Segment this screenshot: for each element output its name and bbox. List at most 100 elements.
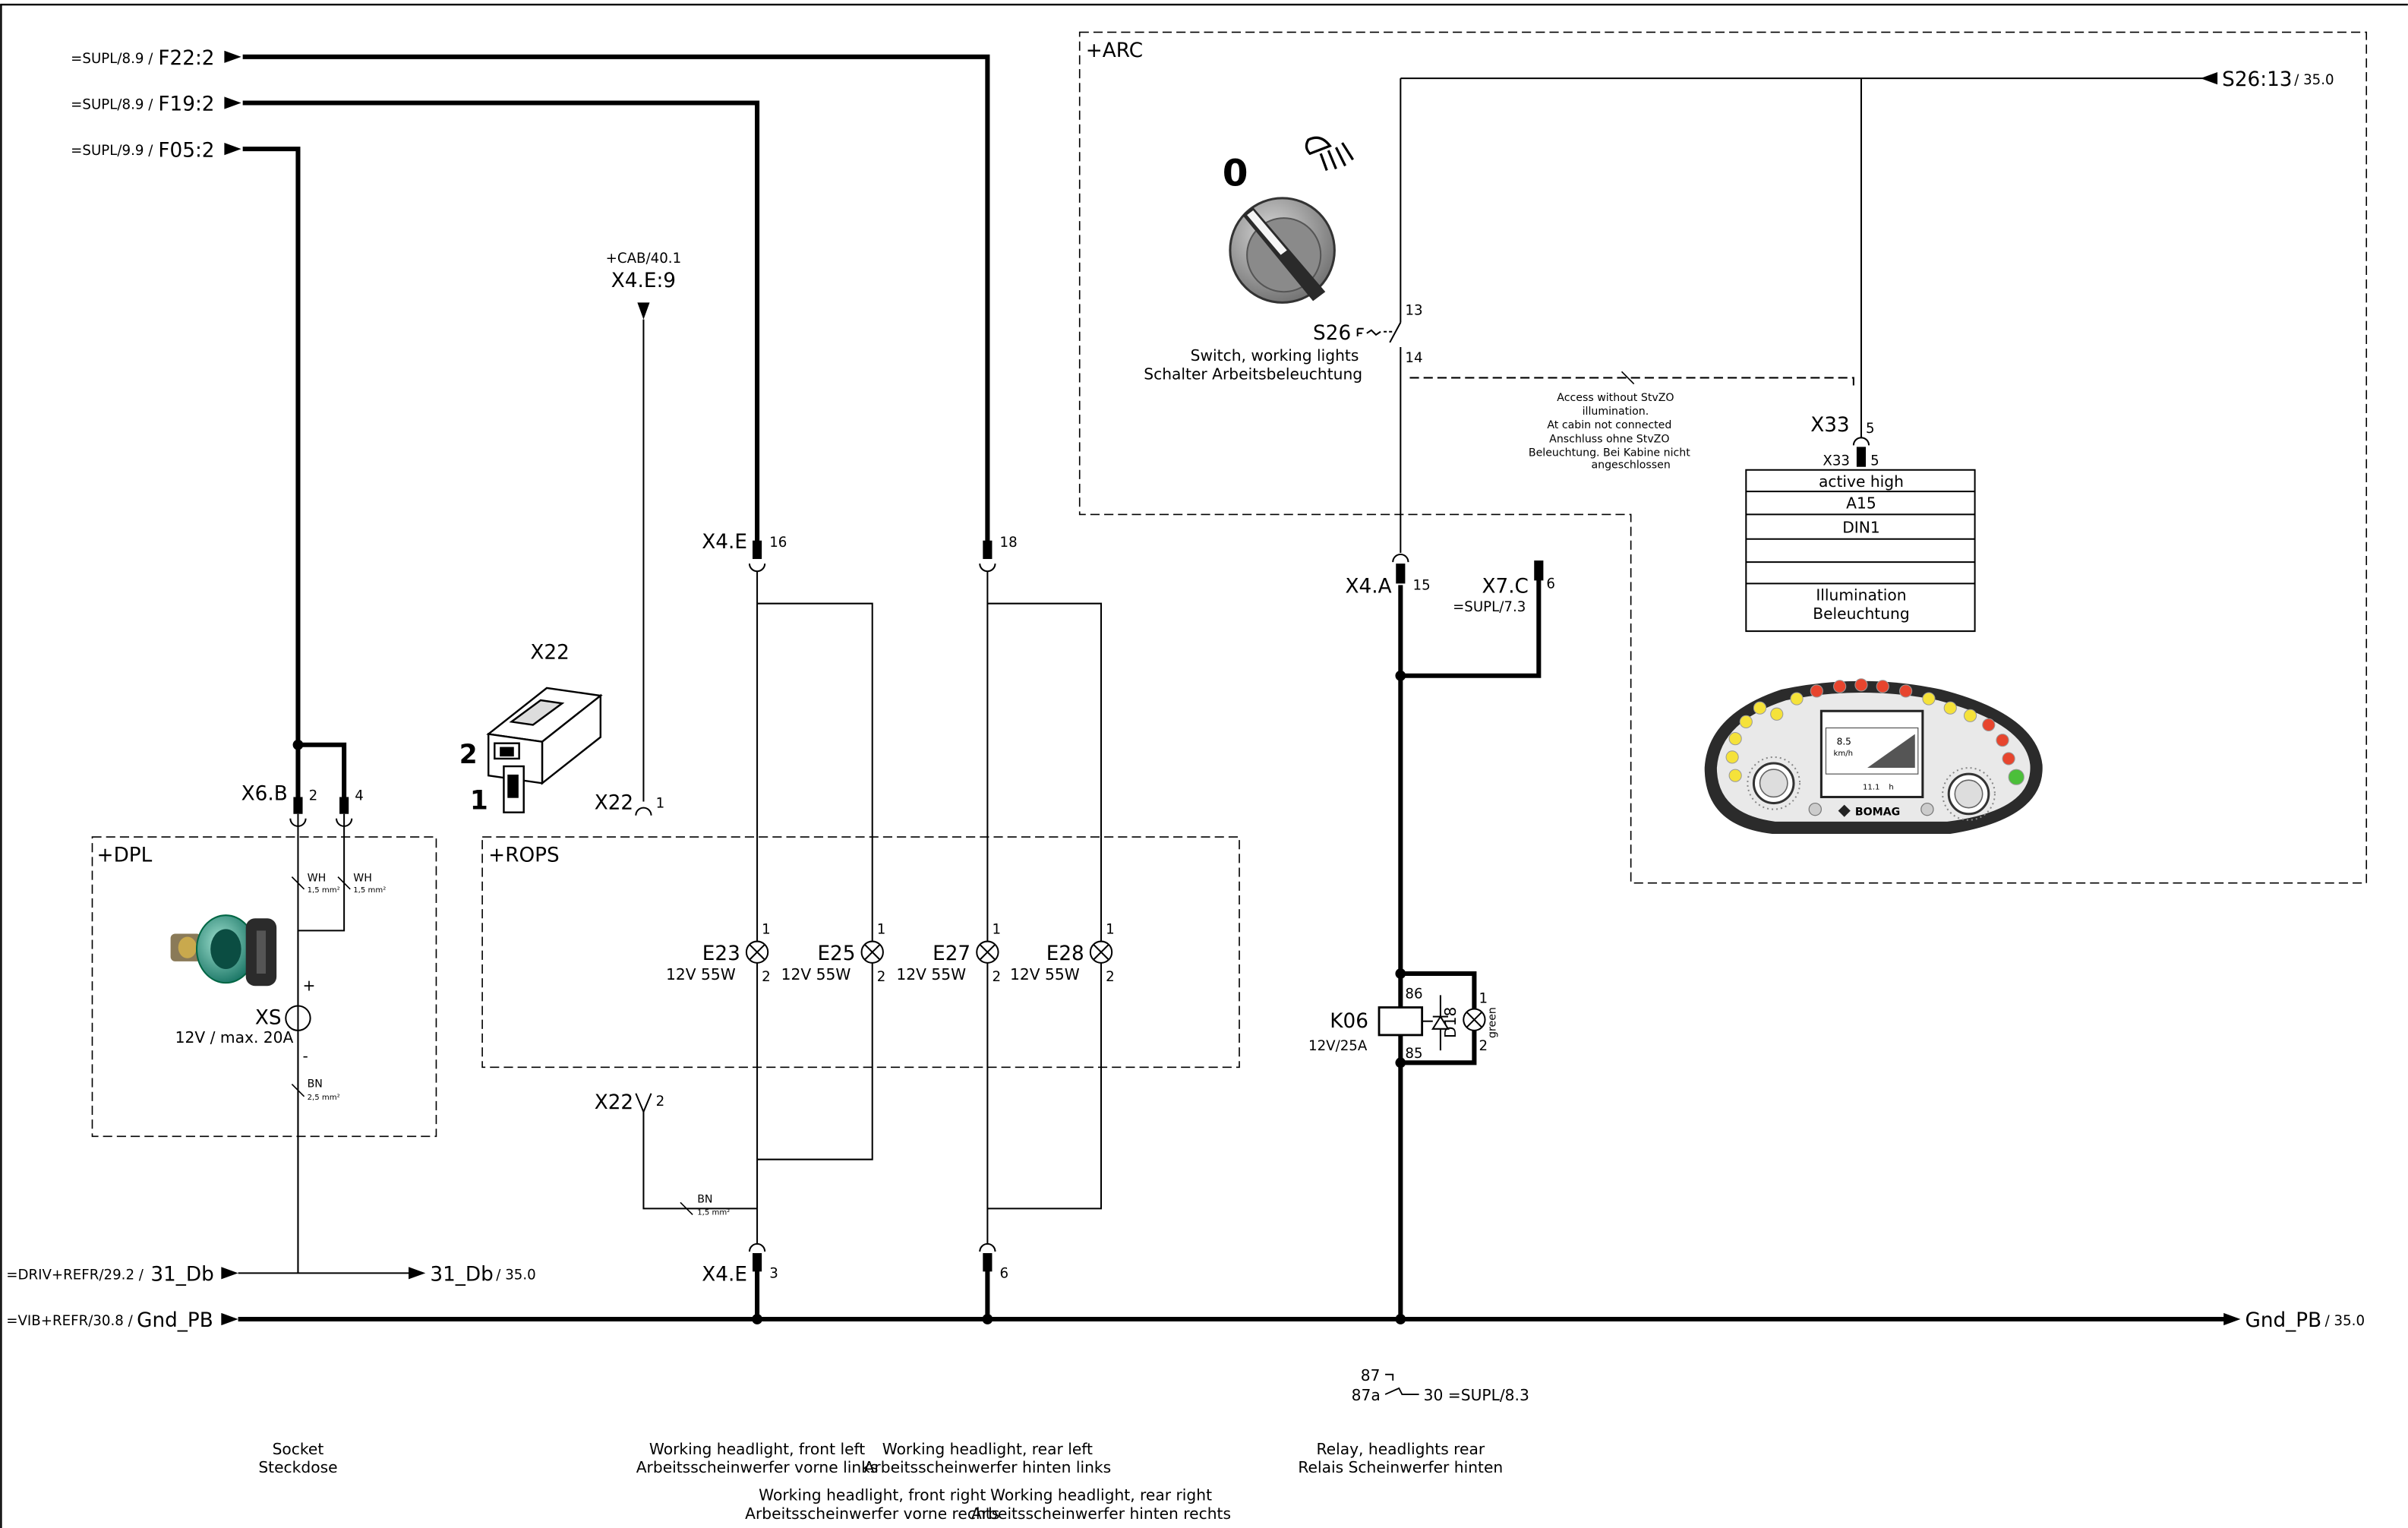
ref-x4e9[interactable]: +CAB/40.1 X4.E:9 xyxy=(606,251,681,320)
relay-diode-icon xyxy=(1422,995,1450,1051)
connector-x22-pin-top: 2 xyxy=(459,740,478,770)
connector-x22-pin2-label: X22 xyxy=(595,1091,633,1114)
socket-plus: + xyxy=(303,976,316,994)
ref-31db-out-page: / 35.0 xyxy=(496,1267,535,1283)
module-illumination-de: Beleuchtung xyxy=(1813,605,1910,623)
module-frame xyxy=(1745,469,1976,633)
connector-x7c-body xyxy=(1534,560,1544,581)
wire-f05 xyxy=(242,147,301,797)
relay-led-pin1: 1 xyxy=(1479,990,1488,1006)
relay-contact-87a: 87a xyxy=(1352,1386,1381,1404)
connector-x4e-pin3: 3 xyxy=(769,1265,778,1281)
connector-x4e-6-body xyxy=(983,1253,993,1272)
connector-x22[interactable]: X22 2 1 xyxy=(459,641,603,816)
wire-socket-plus xyxy=(297,813,346,1006)
connector-x22-pin2[interactable]: X22 2 xyxy=(595,1091,664,1114)
wire-wh1-size: 1,5 mm² xyxy=(308,886,340,895)
connector-x4e-3-socket-icon xyxy=(748,1242,766,1252)
switch-desc-de: Schalter Arbeitsbeleuchtung xyxy=(1144,365,1362,383)
relay-contact-ref[interactable]: 87 87a 30 =SUPL/8.3 xyxy=(1352,1366,1529,1404)
ref-f19-prefix: =SUPL/8.9 / xyxy=(71,97,153,113)
relay-rating: 12V/25A xyxy=(1308,1038,1368,1054)
caption-front-left-de: Arbeitsscheinwerfer vorne links xyxy=(636,1458,879,1476)
module-row-din1: DIN1 xyxy=(1842,519,1880,537)
relay-contact-87: 87 xyxy=(1361,1366,1381,1384)
module-row-a15: A15 xyxy=(1846,494,1876,512)
socket-rating: 12V / max. 20A xyxy=(175,1028,294,1047)
ref-gnd-out-page: / 35.0 xyxy=(2325,1313,2365,1329)
connector-x4e-18-body xyxy=(983,540,993,560)
relay-k06[interactable]: K06 12V/25A 86 85 D18 1 2 green xyxy=(1308,983,1499,1062)
switch-contact-icon xyxy=(1356,322,1402,343)
caption-rear-left-en: Working headlight, rear left xyxy=(882,1440,1093,1458)
junction-dots xyxy=(292,670,1406,1324)
ref-31db-out[interactable]: 31_Db / 35.0 xyxy=(409,1263,536,1286)
connector-x4e-bottom[interactable]: X4.E 3 6 xyxy=(702,1242,1009,1286)
socket-xs[interactable]: + - XS 12V / max. 20A WH 1,5 mm² WH 1,5 … xyxy=(170,873,387,1274)
switch-s26[interactable]: 0 S26 13 14 Switch, working lights Schal… xyxy=(1144,136,1423,383)
connector-x7c[interactable]: X7.C 6 =SUPL/7.3 xyxy=(1453,560,1555,615)
ref-gnd[interactable]: =VIB+REFR/30.8 / Gnd_PB xyxy=(6,1309,238,1332)
wire-wh2-size: 1,5 mm² xyxy=(353,886,386,895)
note-line-1: Access without StvZO xyxy=(1557,392,1674,404)
connector-x4a-body xyxy=(1396,564,1406,584)
ref-f19-label: F19:2 xyxy=(158,93,214,116)
ref-s26-out[interactable]: S26:13 / 35.0 xyxy=(2200,68,2334,91)
dashboard-unit: km/h xyxy=(1834,750,1854,758)
caption-front-right-de: Arbeitsscheinwerfer vorne rechts xyxy=(745,1504,999,1523)
wire-f22 xyxy=(242,54,990,557)
connector-x22-pin-bottom: 1 xyxy=(470,786,488,816)
connector-x6b-label: X6.B xyxy=(241,783,288,806)
ref-x4e9-label: X4.E:9 xyxy=(611,270,676,292)
work-light-icon xyxy=(1305,136,1355,172)
connector-x4a[interactable]: X4.A 15 xyxy=(1346,553,1431,598)
ref-f22-arrow-icon xyxy=(224,50,241,63)
ref-f05[interactable]: =SUPL/9.9 / F05:2 xyxy=(71,139,241,162)
dashboard-bar-graph-icon xyxy=(1867,734,1915,769)
ref-gnd-out[interactable]: Gnd_PB / 35.0 xyxy=(2223,1309,2365,1332)
connector-x4e-pin6: 6 xyxy=(1000,1265,1009,1281)
connector-x33[interactable]: X33 5 X33 5 xyxy=(1810,414,1879,469)
socket-xs-label: XS xyxy=(255,1007,282,1030)
wire-wh1-color: WH xyxy=(308,873,327,885)
connector-x6b-pin4-socket-icon xyxy=(335,818,353,827)
lamp-pin2: 2 xyxy=(1106,969,1115,985)
connector-x22-pin2-number: 2 xyxy=(656,1094,665,1110)
connector-x4a-socket-icon xyxy=(1392,553,1409,563)
ref-31db[interactable]: =DRIV+REFR/29.2 / 31_Db xyxy=(6,1263,238,1286)
socket-photo-icon xyxy=(170,914,277,987)
wire-bn2-color: BN xyxy=(697,1193,712,1205)
relay-coil-icon xyxy=(1378,1006,1424,1037)
ref-f19[interactable]: =SUPL/8.9 / F19:2 xyxy=(71,93,241,116)
wire-f19 xyxy=(242,100,760,557)
dashboard-panel: 8.5 km/h 11.1 h xyxy=(1704,678,2043,835)
caption-socket-de: Steckdose xyxy=(258,1458,337,1476)
connector-x4e-pin16: 16 xyxy=(769,535,787,551)
ref-gnd-arrow-icon xyxy=(221,1312,238,1326)
note-line-2: illumination. xyxy=(1583,406,1649,418)
caption-rear-right-en: Working headlight, rear right xyxy=(990,1486,1212,1504)
connector-x33-label: X33 xyxy=(1810,414,1849,437)
relay-led-color: green xyxy=(1487,1007,1499,1038)
connector-x22-pin1[interactable]: X22 1 xyxy=(595,792,664,816)
arc-location-box xyxy=(1078,31,2368,884)
connector-x22-pin1-socket-icon xyxy=(635,807,652,816)
lamp-name: E23 xyxy=(702,942,740,965)
connector-x6b[interactable]: X6.B 2 4 xyxy=(241,783,364,827)
ref-f22[interactable]: =SUPL/8.9 / F22:2 xyxy=(71,47,241,70)
display-module-a15[interactable]: active high A15 DIN1 Illumination Beleuc… xyxy=(1745,469,1976,633)
connector-x4e-top[interactable]: X4.E 16 18 xyxy=(702,531,1018,573)
rops-location-box xyxy=(481,836,1240,1069)
relay-contact-icon xyxy=(1384,1373,1419,1395)
connector-x22-pin1-label: X22 xyxy=(595,792,633,815)
module-row-active-high: active high xyxy=(1819,472,1904,491)
caption-socket-en: Socket xyxy=(273,1440,324,1458)
connector-x7c-ref: =SUPL/7.3 xyxy=(1453,599,1526,615)
stvzo-note: Access without StvZO illumination. At ca… xyxy=(1529,392,1690,472)
ref-31db-arrow-icon xyxy=(221,1267,238,1280)
relay-led-icon xyxy=(1463,1008,1486,1031)
